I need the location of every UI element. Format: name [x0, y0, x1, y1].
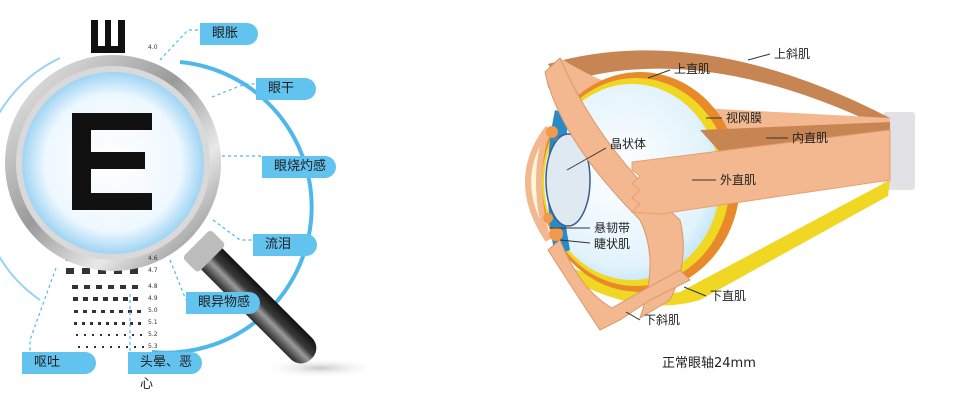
- chart-rows: [66, 256, 144, 348]
- crystalline-lens: [545, 133, 591, 227]
- eye-anatomy: 上斜肌 上直肌 视网膜 内直肌 晶状体 外直肌 悬韧带 睫状肌 下直肌 下斜肌: [525, 47, 915, 331]
- symptom-tag-dry-eye: 眼干: [256, 78, 316, 100]
- chart-row-48: [72, 285, 138, 289]
- label-superior-oblique: 上斜肌: [774, 47, 810, 61]
- acuity-4-0: 4.0: [148, 44, 158, 51]
- outer-blue-arc: [151, 60, 314, 355]
- axial-length-caption: 正常眼轴24mm: [662, 356, 756, 371]
- label-lens: 晶状体: [610, 137, 646, 151]
- chart-letter-top-icon: [91, 20, 125, 53]
- acuity-4-6: 4.6: [148, 255, 158, 262]
- chart-row-51: [74, 322, 141, 325]
- chart-row-47: [66, 268, 138, 274]
- inferior-rectus-muscle: [560, 180, 890, 306]
- chart-row-49: [73, 297, 138, 301]
- symptom-tag-eye-distension: 眼胀: [200, 23, 258, 45]
- symptom-tag-foreign-body: 眼异物感: [186, 292, 260, 314]
- acuity-5-1: 5.1: [148, 319, 158, 326]
- ciliary-muscle-blob: [549, 227, 563, 241]
- acuity-5-3: 5.3: [148, 343, 158, 350]
- acuity-5-0: 5.0: [148, 307, 158, 314]
- superior-rectus-front: [544, 57, 684, 320]
- label-medial-rectus: 内直肌: [792, 131, 828, 145]
- chart-row-53: [78, 346, 144, 348]
- symptom-tag-dizziness-nausea: 头晕、恶心: [128, 352, 202, 392]
- acuity-4-7: 4.7: [148, 267, 158, 274]
- label-inferior-rectus: 下直肌: [710, 289, 746, 303]
- label-zonule: 悬韧带: [594, 221, 630, 235]
- label-ciliary-muscle: 睫状肌: [594, 237, 630, 251]
- label-inferior-oblique: 下斜肌: [644, 313, 680, 327]
- label-lateral-rectus: 外直肌: [720, 173, 756, 187]
- label-lines: [550, 53, 788, 321]
- superior-oblique-muscle: [548, 50, 890, 130]
- outer-blue-arc-left: [0, 57, 61, 301]
- chart-row-52: [76, 334, 142, 336]
- acuity-5-2: 5.2: [148, 331, 158, 338]
- label-superior-rectus: 上直肌: [674, 62, 710, 76]
- symptom-tag-burning: 眼烧灼感: [262, 156, 336, 178]
- tag-connectors: [29, 29, 262, 352]
- cornea: [525, 126, 551, 242]
- eye-chart-magnifier: [0, 20, 380, 378]
- orbit-apex: [883, 112, 915, 190]
- handle-shadow: [260, 358, 380, 378]
- label-retina: 视网膜: [726, 110, 762, 125]
- symptom-tag-tearing: 流泪: [253, 234, 317, 256]
- acuity-4-8: 4.8: [148, 283, 158, 290]
- big-e-letter-icon: [72, 113, 152, 210]
- ciliary-blob-bottom-1: [543, 213, 553, 223]
- ciliary-blob-top-1: [546, 126, 558, 138]
- lateral-rectus-muscle: [630, 129, 891, 215]
- acuity-4-9: 4.9: [148, 295, 158, 302]
- chart-row-50: [74, 310, 141, 313]
- inferior-oblique-muscle: [547, 239, 691, 331]
- symptom-tag-vomiting: 呕吐: [22, 352, 96, 374]
